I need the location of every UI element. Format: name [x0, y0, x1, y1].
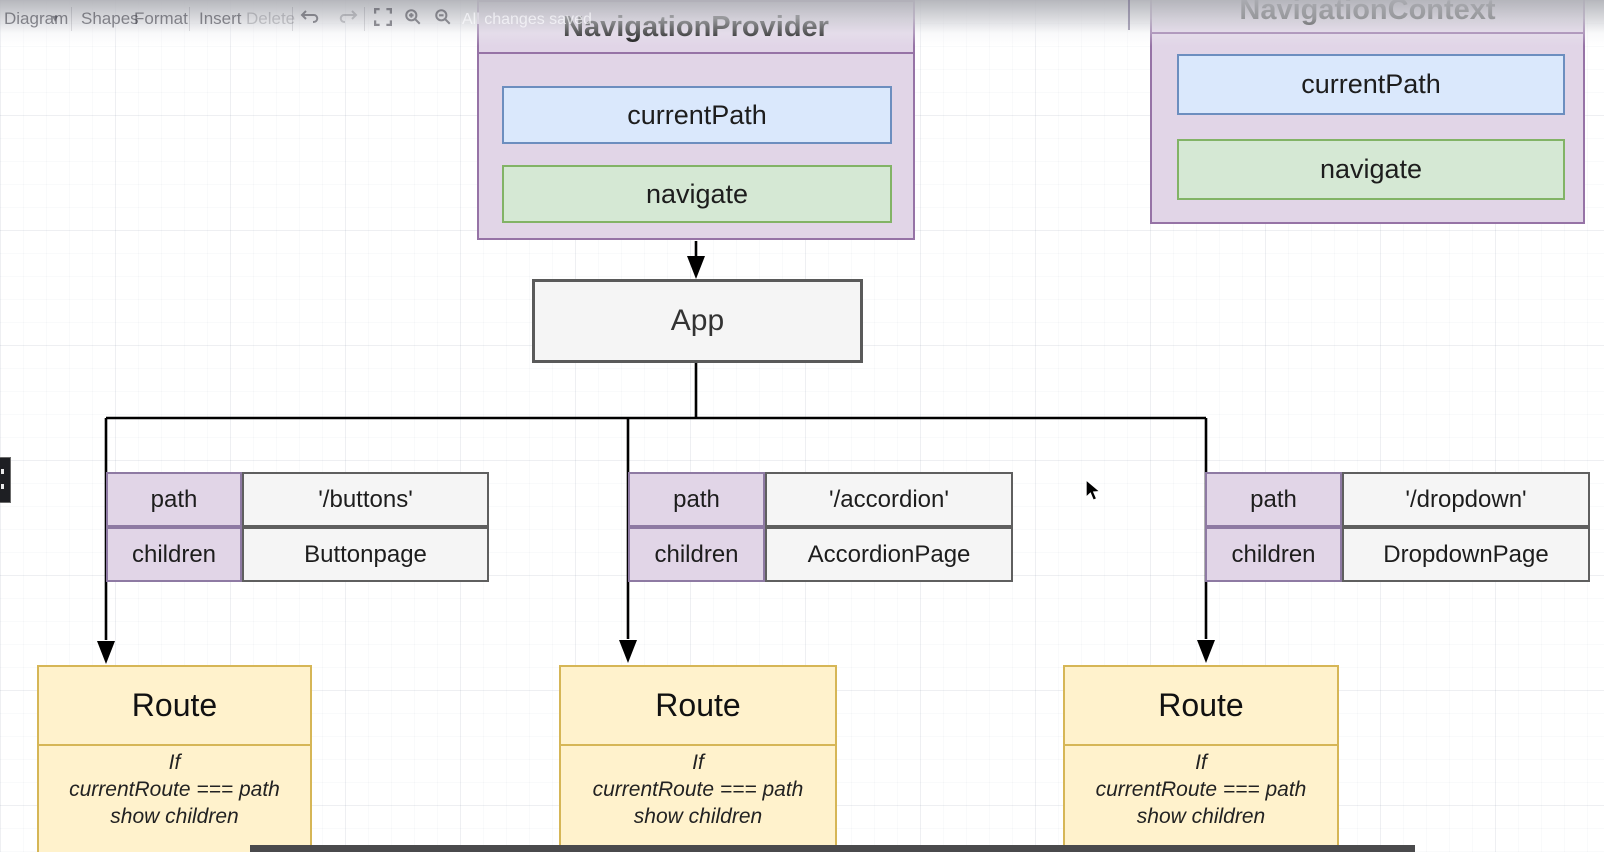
route-condition-line: currentRoute === path: [69, 778, 280, 801]
menu-insert[interactable]: Insert: [199, 9, 242, 28]
route-condition-line: show children: [110, 805, 239, 828]
toolbar-divider: [71, 7, 72, 31]
format-panel-edge: [1128, 0, 1130, 30]
menu-format[interactable]: Format: [134, 9, 188, 28]
route-body: If currentRoute === path show children: [1065, 746, 1337, 830]
redo-icon[interactable]: [336, 8, 358, 31]
toolbar-divider: [292, 7, 293, 31]
toolbar-divider: [364, 7, 365, 31]
route-config-table-dropdown[interactable]: path '/dropdown' children DropdownPage: [1205, 472, 1590, 582]
context-currentpath-field[interactable]: currentPath: [1177, 54, 1565, 115]
provider-navigate-field[interactable]: navigate: [502, 165, 892, 223]
route-box-accordion[interactable]: Route If currentRoute === path show chil…: [559, 665, 837, 852]
route-condition-line: currentRoute === path: [592, 778, 804, 801]
context-navigate-label: navigate: [1319, 154, 1423, 184]
table-key-cell: path: [106, 472, 242, 527]
table-key-cell: path: [628, 472, 765, 527]
zoom-out-icon[interactable]: [434, 8, 452, 31]
panel-toggle-dash: [1, 484, 4, 489]
route-body: If currentRoute === path show children: [561, 746, 835, 830]
table-key-cell: children: [1205, 527, 1342, 582]
route-condition-line: currentRoute === path: [1095, 778, 1307, 801]
table-key-cell: path: [1205, 472, 1342, 527]
toolbar-overlay: Diagram ▾ Shapes Format Insert Delete: [0, 0, 1604, 46]
route-condition-line: If: [1195, 751, 1207, 774]
toolbar-divider: [189, 7, 190, 31]
context-navigate-field[interactable]: navigate: [1177, 139, 1565, 200]
table-key-cell: children: [106, 527, 242, 582]
route-title: Route: [39, 667, 310, 746]
route-condition-line: If: [692, 751, 704, 774]
table-value-cell: DropdownPage: [1342, 527, 1590, 582]
route-config-table-accordion[interactable]: path '/accordion' children AccordionPage: [628, 472, 1013, 582]
chevron-down-icon: ▾: [52, 11, 59, 25]
provider-navigate-label: navigate: [645, 178, 749, 209]
video-progress-bar: [250, 845, 1415, 852]
table-key-cell: children: [628, 527, 765, 582]
table-value-cell: '/accordion': [765, 472, 1013, 527]
panel-toggle-dash: [1, 469, 4, 474]
left-panel-toggle[interactable]: [0, 457, 11, 503]
menu-shapes[interactable]: Shapes: [81, 9, 139, 28]
app-label: App: [670, 304, 725, 337]
zoom-in-icon[interactable]: [404, 8, 422, 31]
table-value-cell: '/dropdown': [1342, 472, 1590, 527]
table-value-cell: Buttonpage: [242, 527, 489, 582]
route-condition-line: If: [168, 751, 181, 774]
context-currentpath-label: currentPath: [1301, 69, 1441, 99]
provider-currentpath-field[interactable]: currentPath: [502, 86, 892, 144]
route-condition-line: show children: [1136, 805, 1266, 828]
route-box-dropdown[interactable]: Route If currentRoute === path show chil…: [1063, 665, 1339, 852]
table-value-cell: '/buttons': [242, 472, 489, 527]
route-condition-line: show children: [633, 805, 763, 828]
undo-icon[interactable]: [300, 8, 322, 31]
fullscreen-icon[interactable]: [374, 8, 392, 31]
route-title: Route: [561, 667, 835, 746]
save-status-text: All changes saved: [462, 11, 592, 28]
table-value-cell: AccordionPage: [765, 527, 1013, 582]
menu-diagram[interactable]: Diagram: [4, 9, 69, 28]
menu-delete[interactable]: Delete: [246, 9, 296, 28]
route-body: If currentRoute === path show children: [39, 746, 310, 830]
route-box-buttons[interactable]: Route If currentRoute === path show chil…: [37, 665, 312, 852]
app-node[interactable]: App: [532, 279, 863, 363]
provider-currentpath-label: currentPath: [627, 99, 767, 130]
route-title: Route: [1065, 667, 1337, 746]
route-config-table-buttons[interactable]: path '/buttons' children Buttonpage: [106, 472, 489, 582]
mouse-cursor: [1084, 478, 1102, 507]
